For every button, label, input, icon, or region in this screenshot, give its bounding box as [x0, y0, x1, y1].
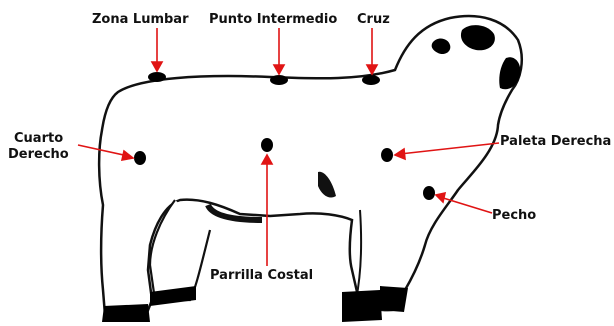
label-punto-intermedio: Punto Intermedio	[209, 12, 338, 27]
arrowhead-cruz	[365, 64, 379, 76]
label-cuarto-derecho-line2: Derecho	[8, 147, 69, 162]
marker-cuarto-derecho	[134, 151, 146, 165]
ear-patch	[460, 25, 495, 51]
muzzle-patch	[499, 57, 521, 90]
marker-paleta-derecha	[381, 148, 393, 162]
arrow-pecho	[439, 196, 493, 214]
label-parrilla-costal: Parrilla Costal	[210, 268, 314, 283]
arrow-cuarto-derecho	[77, 144, 129, 157]
hoof-hind-back	[150, 286, 196, 306]
arrowhead-pecho	[434, 191, 447, 204]
marker-parrilla-costal	[261, 138, 273, 152]
hoof-hind-front	[102, 304, 150, 322]
belly-shadow	[318, 171, 336, 198]
arrowhead-paleta-derecha	[393, 147, 406, 161]
label-cruz: Cruz	[357, 12, 390, 27]
label-pecho: Pecho	[492, 208, 537, 223]
arrow-paleta-derecha	[399, 142, 500, 155]
arrowhead-parrilla-costal	[260, 153, 274, 165]
marker-pecho	[423, 186, 435, 200]
rear-leg-inner	[205, 203, 263, 223]
hoof-front-back	[342, 290, 382, 322]
arrowhead-zona-lumbar	[150, 61, 164, 73]
eye-patch	[431, 38, 451, 55]
front-leg-inner	[355, 209, 363, 301]
label-cuarto-derecho-line1: Cuarto	[14, 131, 64, 146]
label-paleta-derecha: Paleta Derecha	[500, 134, 612, 149]
label-zona-lumbar: Zona Lumbar	[92, 12, 189, 27]
marker-punto-intermedio	[270, 75, 288, 85]
marker-cruz	[362, 75, 380, 85]
hoof-front-front	[380, 286, 408, 312]
arrowhead-cuarto-derecho	[120, 149, 135, 162]
arrowhead-punto-intermedio	[272, 64, 286, 76]
marker-zona-lumbar	[148, 72, 166, 82]
